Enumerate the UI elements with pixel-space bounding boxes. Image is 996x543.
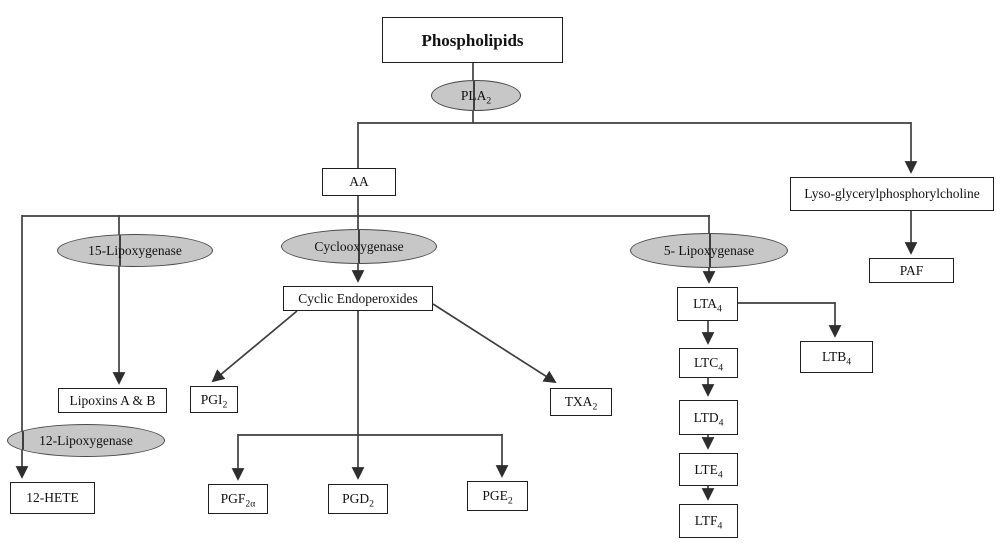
node-lyso-label: Lyso-glycerylphosphorylcholine [804,186,980,202]
node-12-hete-label: 12-HETE [26,490,79,506]
node-12-lipoxygenase-enzyme: 12-Lipoxygenase [7,424,165,457]
pass-through-line [358,230,360,263]
node-paf-label: PAF [899,262,924,278]
node-aa: AA [322,168,396,196]
node-pgd2: PGD2 [328,484,388,514]
node-15-lipoxygenase-enzyme: 15-Lipoxygenase [57,234,213,267]
node-cyclic-endoperoxides: Cyclic Endoperoxides [283,286,433,311]
node-txa2-label: TXA2 [564,394,598,413]
node-pla2-enzyme: PLA2 [431,80,521,111]
node-ltc4: LTC4 [679,348,738,378]
node-phospholipids: Phospholipids [382,17,563,63]
node-ltb4: LTB4 [800,341,873,373]
node-lipoxins-label: Lipoxins A & B [69,392,156,408]
node-cyclooxygenase-label: Cyclooxygenase [314,238,404,254]
node-pgi2-label: PGI2 [200,391,228,411]
node-ltc4-label: LTC4 [693,355,724,374]
node-ltd4-label: LTD4 [693,409,724,429]
node-txa2: TXA2 [550,388,612,416]
node-15-lipoxygenase-label: 15-Lipoxygenase [88,242,182,258]
node-lta4-label: LTA4 [693,296,722,315]
node-12-lipoxygenase-label: 12-Lipoxygenase [39,432,133,448]
pass-through-line [22,425,24,456]
node-pgd2-label: PGD2 [342,491,374,510]
node-lte4-label: LTE4 [694,461,723,481]
node-pgf2a: PGF2α [208,484,268,514]
node-lta4: LTA4 [677,287,738,321]
node-pge2: PGE2 [467,481,528,511]
node-pgi2: PGI2 [190,386,238,413]
node-cyclooxygenase-enzyme: Cyclooxygenase [281,229,437,264]
node-ltd4: LTD4 [679,400,738,435]
node-lte4: LTE4 [679,453,738,486]
node-5-lipoxygenase-enzyme: 5- Lipoxygenase [630,233,788,268]
node-ltb4-label: LTB4 [821,349,852,368]
node-5-lipoxygenase-label: 5- Lipoxygenase [663,242,755,258]
node-pge2-label: PGE2 [482,488,513,507]
node-phospholipids-label: Phospholipids [421,30,524,50]
node-lyso-glycerylphosphorylcholine: Lyso-glycerylphosphorylcholine [790,177,994,211]
node-pla2-label: PLA2 [460,87,492,107]
node-12-hete: 12-HETE [10,482,95,514]
pass-through-line [473,81,475,110]
node-ltf4: LTF4 [679,504,738,538]
node-cyclic-endoperoxides-label: Cyclic Endoperoxides [298,290,418,306]
node-ltf4-label: LTF4 [694,513,723,532]
node-aa-label: AA [349,174,369,190]
node-lipoxins-a-b: Lipoxins A & B [58,388,167,413]
node-paf: PAF [869,258,954,283]
node-pgf2a-label: PGF2α [220,491,256,510]
pass-through-line [709,234,711,267]
pass-through-line [119,235,121,266]
